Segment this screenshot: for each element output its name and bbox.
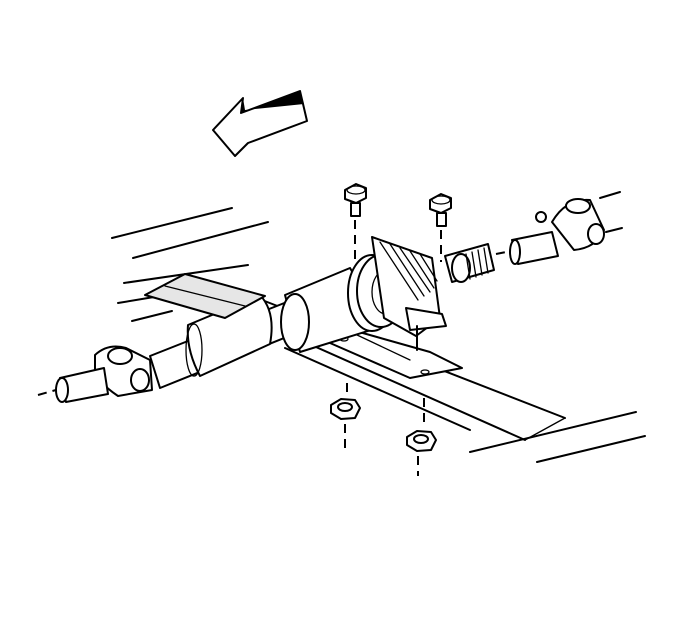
nut [330,383,361,448]
bolt [429,193,452,262]
rear-propeller-shaft [444,191,623,283]
front-propeller-shaft [37,273,305,403]
nut [406,398,437,476]
direction-arrow [212,90,308,157]
bearing-bracket [371,236,447,351]
bolt [344,183,367,262]
